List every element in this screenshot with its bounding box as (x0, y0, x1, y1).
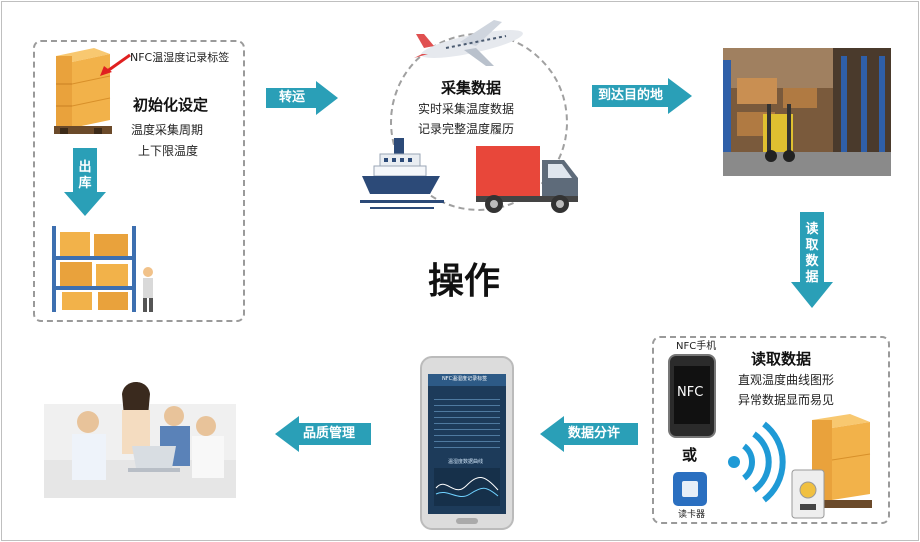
app-data-rows (434, 394, 500, 448)
smartphone-screen: NFC温湿度记录标签 温湿度数据曲线 (428, 374, 506, 514)
arrow-analyze: 数据分许 (540, 416, 638, 452)
down-arrow-icon (64, 148, 106, 216)
arrow-arrive-label: 到达目的地 (598, 88, 664, 103)
tagged-cargo-image (791, 414, 872, 519)
down-arrow-icon (791, 212, 833, 308)
app-header-bar (428, 374, 506, 386)
arrow-transport-label: 转运 (279, 90, 306, 105)
card-reader-icon (682, 481, 698, 497)
nfc-tag-label: NFC温湿度记录标签 (130, 51, 230, 64)
read-title: 读取数据 (751, 350, 812, 368)
read-line-2: 异常数据显而易见 (738, 393, 835, 407)
nfc-phone-label: NFC手机 (676, 341, 717, 352)
collect-line-2: 记录完整温度履历 (418, 122, 515, 136)
arrow-analyze-label: 数据分许 (568, 426, 621, 441)
nfc-screen-text: NFC (677, 385, 704, 400)
smartphone-home-button (456, 518, 478, 524)
right-arrow-icon (266, 81, 338, 115)
app-temperature-curve (434, 468, 500, 506)
left-arrow-icon (540, 416, 638, 452)
collect-line-1: 实时采集温度数据 (418, 102, 515, 116)
warehouse-shelf-image (52, 226, 153, 312)
arrow-read-label: 读取数据 (805, 222, 819, 285)
airplane-icon (414, 20, 523, 66)
nfc-phone-screen (674, 366, 710, 424)
center-title: 操作 (428, 261, 501, 302)
init-setup-panel (33, 40, 245, 322)
ship-icon (360, 138, 444, 209)
wireless-signal-icon (728, 421, 786, 503)
arrow-quality: 品质管理 (275, 416, 371, 452)
right-arrow-icon (592, 78, 692, 114)
app-header-text: NFC温湿度记录标签 (442, 376, 488, 382)
app-chart-title: 温湿度数据曲线 (448, 459, 484, 465)
arrow-out-label: 出库 (78, 160, 92, 191)
read-data-panel (652, 336, 890, 524)
team-meeting-photo (44, 364, 236, 498)
arrow-read-data: 读取数据 (791, 212, 833, 308)
tag-pointer-arrow-icon (100, 53, 131, 76)
card-reader-label: 读卡器 (678, 510, 706, 520)
read-line-1: 直观温度曲线图形 (738, 373, 835, 387)
smartphone-app-image: NFC温湿度记录标签 温湿度数据曲线 (420, 356, 514, 530)
truck-icon (476, 146, 578, 213)
warehouse-photo (723, 48, 891, 176)
init-line-1: 温度采集周期 (131, 123, 204, 137)
or-label: 或 (682, 446, 698, 464)
init-title: 初始化设定 (133, 96, 209, 114)
collect-title: 采集数据 (441, 79, 502, 97)
left-arrow-icon (275, 416, 371, 452)
arrow-out-of-warehouse: 出库 (64, 148, 106, 216)
init-line-2: 上下限温度 (138, 144, 199, 158)
cargo-pallet-image (54, 48, 112, 134)
arrow-transport: 转运 (266, 81, 338, 115)
nfc-phone-image: NFC (668, 354, 716, 438)
card-reader-image (673, 472, 707, 506)
arrow-quality-label: 品质管理 (303, 426, 356, 441)
arrow-arrive: 到达目的地 (592, 78, 692, 114)
